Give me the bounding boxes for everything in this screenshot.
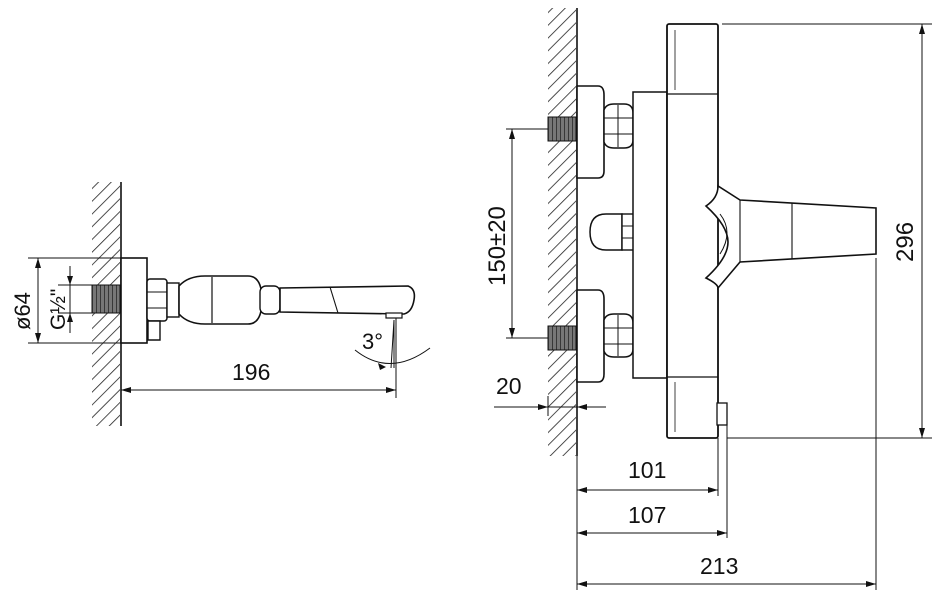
depth-2-label: 107 bbox=[628, 502, 666, 528]
angle-label: 3° bbox=[362, 329, 383, 354]
center-distance-label: 150±20 bbox=[484, 206, 511, 286]
diverter-button bbox=[716, 402, 728, 426]
depth-1-label: 101 bbox=[628, 457, 666, 483]
thread-insert-bottom bbox=[547, 325, 577, 351]
escutcheon-top bbox=[576, 85, 605, 179]
diameter-label: ø64 bbox=[10, 292, 35, 330]
spout-side bbox=[279, 285, 416, 315]
wall-hatch-right bbox=[548, 8, 576, 456]
spout-outlet bbox=[385, 312, 403, 319]
handle-knob bbox=[259, 285, 281, 315]
front-view: 150±20 20 296 101 107 213 bbox=[484, 8, 932, 590]
union-nut bbox=[146, 278, 168, 322]
middle-knob bbox=[589, 213, 623, 251]
mixer-body-side bbox=[178, 275, 263, 325]
depth-3-label: 213 bbox=[700, 553, 738, 579]
mixer-body-front bbox=[666, 23, 719, 439]
projection-label: 196 bbox=[232, 359, 270, 385]
union-bottom bbox=[147, 320, 161, 341]
height-label: 296 bbox=[892, 222, 919, 262]
side-view: ø64 G½" 196 3° bbox=[10, 182, 431, 426]
thread-insert-top bbox=[547, 116, 577, 142]
escutcheon-bottom bbox=[576, 289, 605, 383]
wall-offset-label: 20 bbox=[496, 373, 522, 399]
connector bbox=[166, 282, 180, 318]
spout-front bbox=[704, 184, 877, 291]
thread-label: G½" bbox=[47, 289, 70, 330]
escutcheon-left bbox=[120, 257, 148, 344]
thread-pipe-left bbox=[91, 284, 121, 314]
connector-plate bbox=[632, 91, 668, 379]
